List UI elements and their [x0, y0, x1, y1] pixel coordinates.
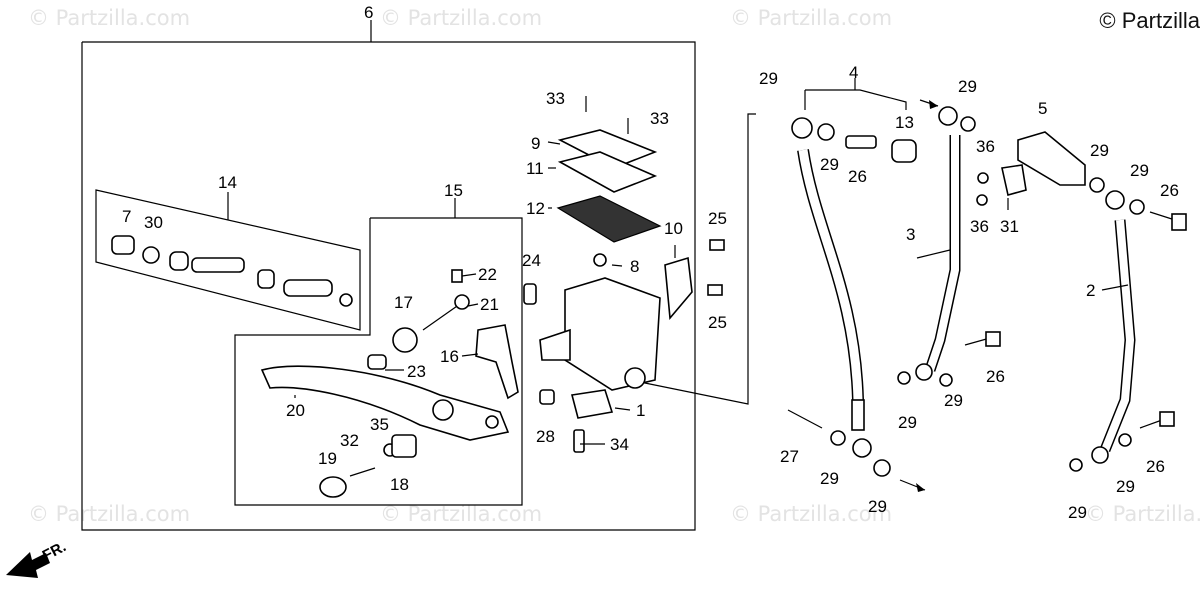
callout-7: 7 — [122, 207, 131, 226]
copyright-notice: © Partzilla — [1099, 8, 1200, 33]
callout-36-b: 36 — [970, 217, 989, 236]
callout-9: 9 — [531, 134, 540, 153]
callout-15: 15 — [444, 181, 463, 200]
callout-11: 11 — [526, 159, 544, 178]
watermark: © Partzilla.com — [1085, 502, 1200, 526]
callout-12: 12 — [526, 199, 545, 218]
callout-30: 30 — [144, 213, 163, 232]
callout-6: 6 — [364, 3, 373, 22]
brake-hose-3 — [897, 106, 1001, 387]
callout-29-h: 29 — [820, 469, 839, 488]
callout-20: 20 — [286, 401, 305, 420]
brake-hose-4 — [787, 117, 917, 477]
callout-29-i: 29 — [868, 497, 887, 516]
callout-27: 27 — [780, 447, 799, 466]
callout-25a: 25 — [708, 209, 727, 228]
watermark: © Partzilla.com — [730, 502, 893, 526]
callout-29-k: 29 — [1068, 503, 1087, 522]
callout-3: 3 — [906, 225, 915, 244]
callout-19: 19 — [318, 449, 337, 468]
callout-2: 2 — [1086, 281, 1095, 300]
piston-set-parts — [111, 235, 353, 307]
callout-29-e: 29 — [1130, 161, 1149, 180]
callout-32: 32 — [340, 431, 359, 450]
callout-29-c: 29 — [958, 77, 977, 96]
callout-23: 23 — [407, 362, 426, 381]
callout-29-d: 29 — [1090, 141, 1109, 160]
callout-36-a: 36 — [976, 137, 995, 156]
watermark: © Partzilla.com — [380, 6, 543, 30]
sub-assembly-outline-15 — [234, 198, 523, 506]
master-cylinder-body — [523, 239, 725, 453]
callout-29-f: 29 — [944, 391, 963, 410]
callout-16: 16 — [440, 347, 459, 366]
callout-33a: 33 — [546, 89, 565, 108]
callout-34: 34 — [610, 435, 629, 454]
callout-1: 1 — [636, 401, 645, 420]
callout-29-j: 29 — [1116, 477, 1135, 496]
assembly-outline-6 — [81, 20, 696, 531]
callout-13: 13 — [895, 113, 914, 132]
callout-26-c: 26 — [986, 367, 1005, 386]
brake-lever-parts — [260, 269, 519, 498]
callout-33b: 33 — [650, 109, 669, 128]
hose-bracket-4 — [804, 78, 907, 110]
watermark: © Partzilla.com — [28, 502, 191, 526]
callout-5: 5 — [1038, 99, 1047, 118]
callout-10: 10 — [664, 219, 683, 238]
callout-31: 31 — [1000, 217, 1019, 236]
callouts: 6 14 7 30 15 22 21 17 16 23 20 35 32 19 … — [122, 3, 1179, 522]
callout-26-d: 26 — [1146, 457, 1165, 476]
lead-line — [639, 113, 756, 405]
callout-18: 18 — [390, 475, 409, 494]
brake-hose-2 — [1069, 190, 1187, 472]
sub-assembly-outline-14 — [95, 189, 361, 331]
callout-25b: 25 — [708, 313, 727, 332]
callout-29-b: 29 — [820, 155, 839, 174]
front-direction-arrow: FR. — [6, 538, 69, 578]
watermark: © Partzilla.com — [28, 6, 191, 30]
callout-8: 8 — [630, 257, 639, 276]
callout-22: 22 — [478, 265, 497, 284]
callout-14: 14 — [218, 173, 237, 192]
callout-35: 35 — [370, 415, 389, 434]
callout-17: 17 — [394, 293, 413, 312]
callout-28: 28 — [536, 427, 555, 446]
watermark: © Partzilla.com — [730, 6, 893, 30]
callout-26-a: 26 — [848, 167, 867, 186]
flow-arrows — [899, 99, 939, 492]
leader-lines — [294, 141, 1129, 445]
callout-29-a: 29 — [759, 69, 778, 88]
watermark: © Partzilla.com — [380, 502, 543, 526]
callout-26-b: 26 — [1160, 181, 1179, 200]
callout-4: 4 — [849, 63, 858, 82]
callout-21: 21 — [480, 295, 499, 314]
callout-24: 24 — [522, 251, 541, 270]
three-way-joint-5 — [976, 131, 1105, 206]
callout-29-g: 29 — [898, 413, 917, 432]
reservoir-cover-parts — [556, 96, 662, 243]
